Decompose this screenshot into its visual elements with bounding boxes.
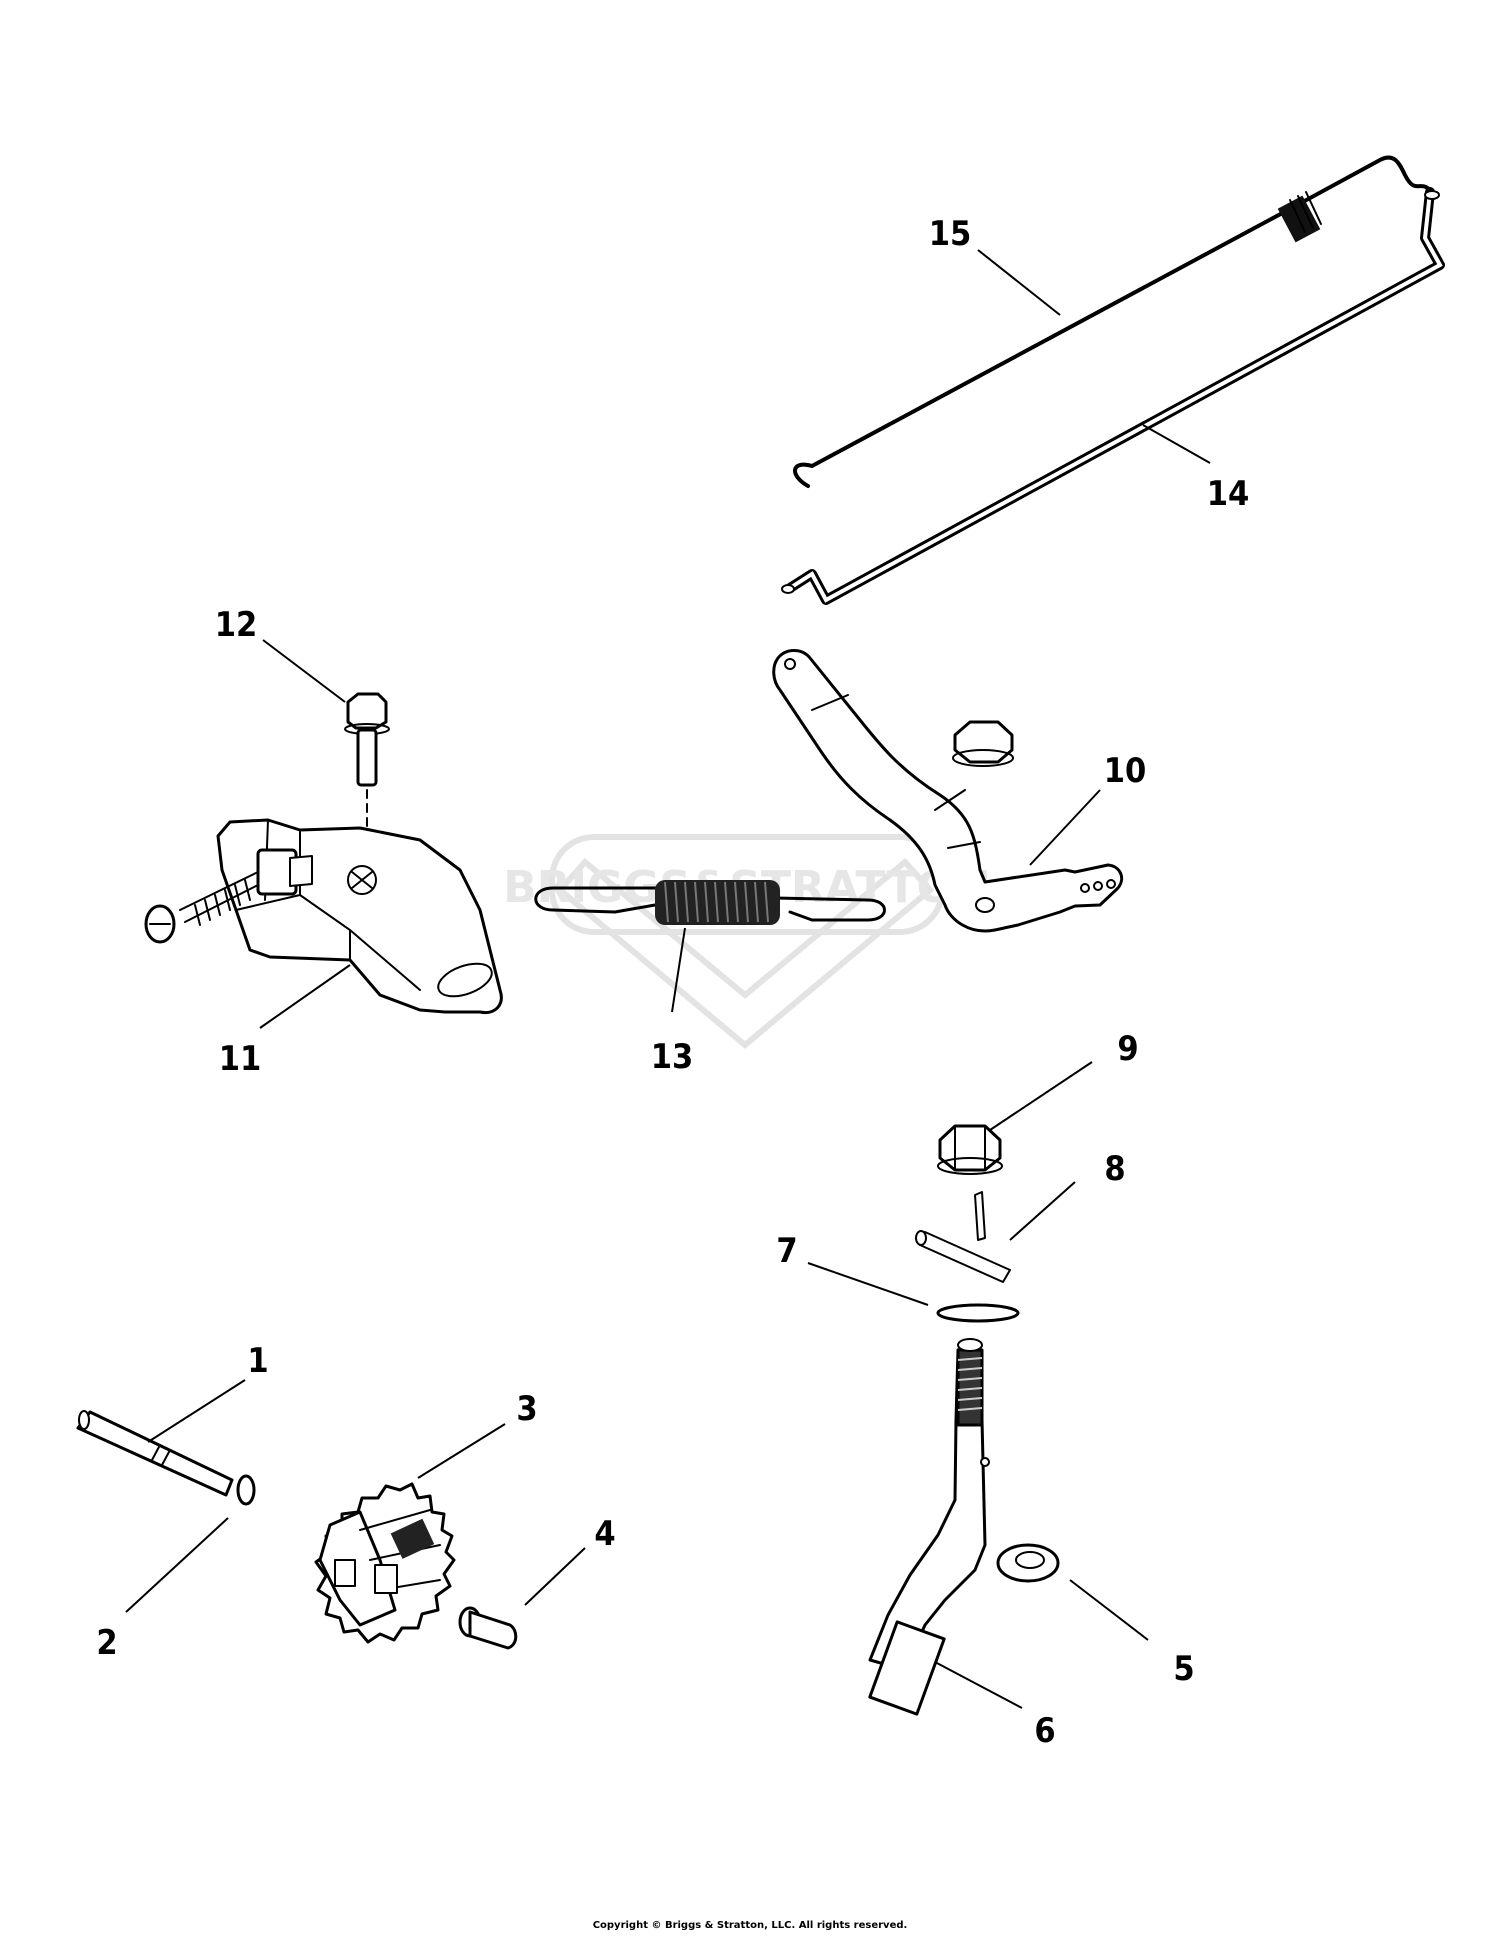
- copyright-notice: Copyright © Briggs & Stratton, LLC. All …: [592, 1920, 908, 1931]
- leader-12: [262, 639, 346, 703]
- part-4-pin: [458, 1606, 518, 1650]
- callout-2: 2: [96, 1623, 117, 1663]
- adjusting-spring: [179, 871, 259, 926]
- callout-13: 13: [651, 1037, 694, 1077]
- part-13-extension-spring: [534, 880, 886, 925]
- part-1-crank: [76, 1410, 234, 1497]
- part-2-retainer-clip: [236, 1474, 256, 1506]
- leader-lines: [125, 249, 1211, 1709]
- leader-1: [147, 1379, 246, 1443]
- part-10-governor-lever: [772, 649, 1124, 933]
- leader-5: [1069, 1579, 1149, 1641]
- callout-6: 6: [1034, 1711, 1055, 1751]
- callout-7: 7: [776, 1231, 797, 1271]
- part-15-governor-spring-link: [793, 155, 1432, 488]
- leader-13: [671, 927, 686, 1013]
- part-10-nut: [952, 720, 1014, 767]
- part-6-governor-shaft: [868, 1338, 990, 1716]
- callout-4: 4: [594, 1514, 615, 1554]
- callout-10: 10: [1104, 751, 1147, 791]
- callout-14: 14: [1207, 474, 1250, 514]
- leader-11: [259, 964, 351, 1029]
- leader-7: [807, 1262, 929, 1306]
- callout-8: 8: [1104, 1149, 1125, 1189]
- part-9-flange-nut: [937, 1124, 1003, 1175]
- leader-14: [1142, 424, 1211, 464]
- callout-3: 3: [516, 1389, 537, 1429]
- part-7-o-ring: [936, 1303, 1020, 1323]
- leader-10: [1029, 789, 1101, 866]
- watermark-logo: BRIGGS&STRATTON: [503, 834, 991, 1049]
- part-3-governor-gear: [314, 1482, 456, 1644]
- callout-5: 5: [1173, 1649, 1194, 1689]
- callout-1: 1: [247, 1341, 268, 1381]
- callout-15: 15: [929, 214, 972, 254]
- leader-6: [934, 1661, 1023, 1709]
- callout-numbers: 1 2 3 4 5 6 7 8 9 10 11 12 13 14 15: [96, 214, 1249, 1751]
- callout-9: 9: [1117, 1029, 1138, 1069]
- part-8-pin: [915, 1191, 1011, 1283]
- leader-8: [1009, 1181, 1076, 1241]
- leader-3: [417, 1423, 506, 1479]
- callout-12: 12: [215, 605, 258, 645]
- leader-9: [989, 1061, 1093, 1131]
- part-12-bolt: [344, 692, 390, 861]
- leader-2: [125, 1517, 229, 1613]
- part-11-control-bracket: [144, 818, 503, 1015]
- callout-11: 11: [219, 1039, 262, 1079]
- leader-15: [977, 249, 1061, 316]
- leader-4: [524, 1547, 586, 1606]
- part-14-throttle-link: [781, 187, 1445, 605]
- part-5-retaining-ring: [996, 1543, 1060, 1583]
